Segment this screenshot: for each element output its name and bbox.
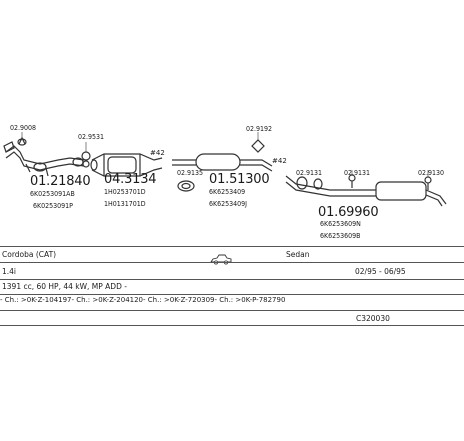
rear-silencer-drawing <box>285 175 447 207</box>
middle-silencer-oem-b: 6K6253409J <box>209 200 248 208</box>
exhaust-system-diagram: 02.9008 01.21840 6K0253091AB 6K0253091P … <box>3 124 447 240</box>
converter-number: 04.3134 <box>104 172 157 187</box>
vehicle-chassis: - Ch.: >0K-Z-104197- Ch.: >0K-Z-204120- … <box>0 296 286 304</box>
table-divider-3 <box>0 294 464 295</box>
hanger-4b-number: 02.9131 <box>344 169 371 177</box>
clamp-2-drawing <box>81 142 91 168</box>
front-pipe-number: 01.21840 <box>30 174 91 189</box>
gasket-3-number: 02.9135 <box>177 169 204 177</box>
hanger-4c-number: 02.9130 <box>418 169 445 177</box>
table-border-top <box>0 246 464 247</box>
converter-oem-a: 1H0253701D <box>104 188 146 196</box>
vehicle-engine: 1.4i <box>2 267 17 276</box>
hanger-4a-drawing <box>296 176 323 190</box>
rear-silencer-number: 01.69960 <box>318 205 379 220</box>
exhaust-drawing <box>3 132 447 207</box>
hanger-4a-number: 02.9131 <box>296 169 323 177</box>
table-border-bottom <box>0 325 464 326</box>
clamp-3-drawing <box>251 132 265 153</box>
clamp-3-number: 02.9192 <box>246 125 273 133</box>
vehicle-body: Sedan <box>286 250 310 259</box>
middle-silencer-drawing <box>172 153 273 172</box>
catalytic-converter-drawing <box>90 153 163 177</box>
table-divider-4 <box>0 310 464 311</box>
clamp-1-drawing <box>17 132 27 146</box>
middle-silencer-oem-a: 6K6253409 <box>209 188 246 196</box>
rear-silencer-oem-b: 6K6253609B <box>320 232 361 240</box>
converter-quantity: #42 <box>150 149 165 157</box>
table-divider-1 <box>0 262 464 263</box>
clamp-1-number: 02.9008 <box>10 124 37 132</box>
hanger-4c-drawing <box>424 170 432 190</box>
middle-silencer-quantity: #42 <box>272 157 287 165</box>
clamp-2-number: 02.9531 <box>78 133 105 141</box>
sedan-car-icon <box>210 250 232 269</box>
system-code: C320030 <box>356 314 390 323</box>
vehicle-spec: 1391 cc, 60 HP, 44 kW, MP ADD - <box>2 282 127 291</box>
front-pipe-oem-b: 6K0253091P <box>33 202 73 210</box>
hanger-4b-drawing <box>348 170 356 188</box>
middle-silencer-number: 01.51300 <box>209 172 270 187</box>
rear-silencer-oem-a: 6K6253609N <box>320 220 361 228</box>
converter-oem-b: 1H0131701D <box>104 200 146 208</box>
vehicle-years: 02/95 - 06/95 <box>355 267 406 276</box>
vehicle-model: Cordoba (CAT) <box>2 250 57 259</box>
front-pipe-oem-a: 6K0253091AB <box>30 190 75 198</box>
gasket-3-drawing <box>177 180 195 192</box>
table-divider-2 <box>0 279 464 280</box>
front-pipe-drawing <box>3 141 85 177</box>
